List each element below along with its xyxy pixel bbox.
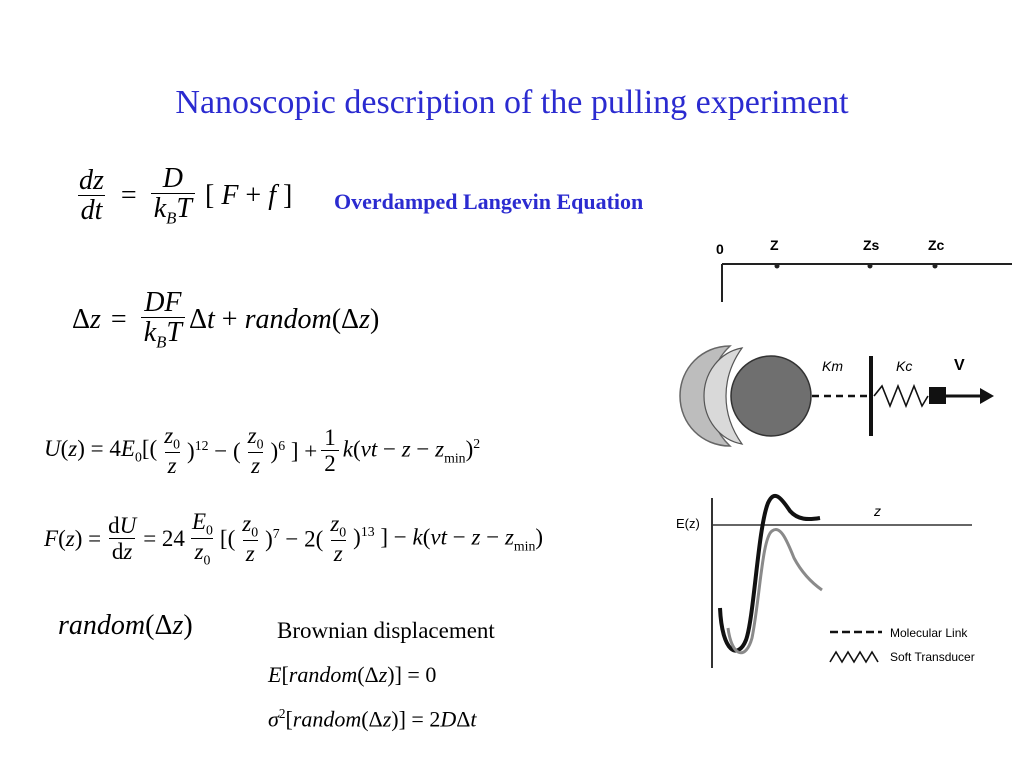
axis-point-zc [932,263,938,269]
legend-line-transducer [829,650,879,664]
legend-soft-transducer: Soft Transducer [890,650,975,664]
pulling-block [929,387,946,404]
molecule-sphere [730,355,812,437]
axis-label-z: Z [770,237,779,253]
spring-label-km: Km [822,358,843,374]
energy-axis-label: E(z) [676,516,700,531]
energy-curve-transducer [726,528,823,655]
legend-molecular-link: Molecular Link [890,626,968,640]
spring-label-kc: Kc [896,358,912,374]
velocity-arrow-head [980,388,994,404]
axis-label-zc: Zc [928,237,945,253]
spring-kc [873,383,929,409]
z-axis-label: z [873,503,881,519]
variance-equation: σ2[random(Δz)] = 2DΔt [268,706,477,732]
random-term: random(Δz) [58,610,193,641]
mean-equation: E[random(Δz)] = 0 [268,662,437,687]
axis-label-0: 0 [716,241,724,257]
langevin-label: Overdamped Langevin Equation [334,189,644,214]
pulling-figure: 0 Z Zs Zc Km Kc V E(z) z Molecular Link … [676,237,1012,668]
slide-title: Nanoscopic description of the pulling ex… [175,84,849,121]
axis-point-z [774,263,780,269]
brownian-label: Brownian displacement [277,618,495,643]
tip-shell [703,347,744,445]
velocity-label: V [954,357,965,374]
axis-label-zs: Zs [863,237,880,253]
axis-point-zs [867,263,873,269]
